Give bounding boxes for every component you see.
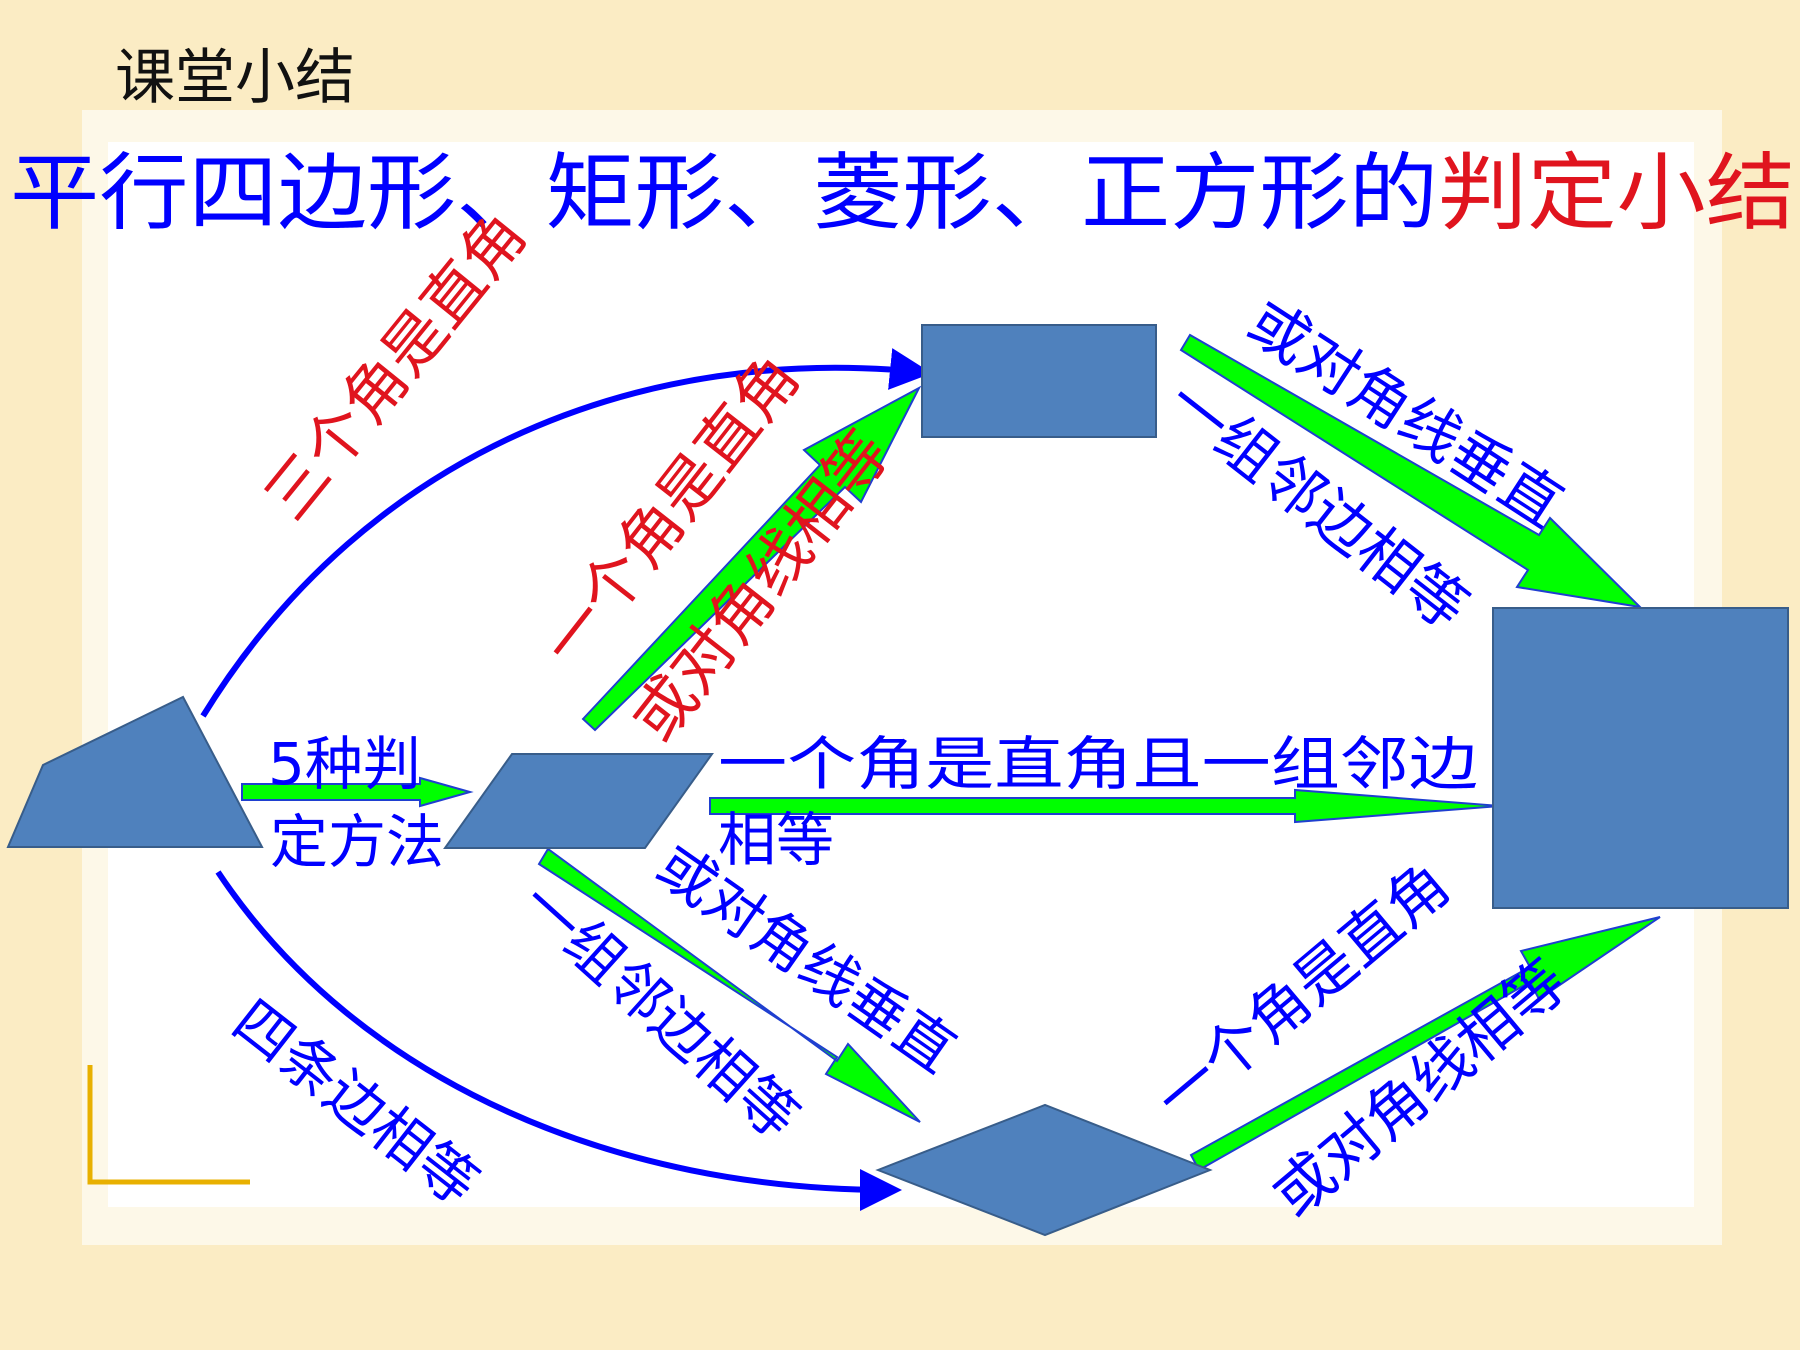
rhombus-shape — [875, 1103, 1213, 1237]
square-shape — [1492, 607, 1789, 909]
arrow-quad-to-rectangle — [200, 348, 932, 718]
title-main: 平行四边形、矩形、菱形、正方形的 — [10, 144, 1438, 242]
arrow-parallelogram-to-rectangle — [581, 385, 922, 732]
arrow-quad-to-rhombus — [215, 870, 902, 1211]
title-highlight: 判定小结 — [1438, 144, 1795, 242]
arrow-rhombus-to-square — [1189, 916, 1661, 1172]
rectangle-shape — [921, 324, 1157, 438]
slide-heading: 课堂小结 — [115, 43, 355, 113]
arrow-rectangle-to-square — [1179, 333, 1643, 609]
quadrilateral-shape — [6, 695, 264, 848]
parallelogram-shape — [443, 753, 714, 849]
corner-bracket — [87, 1065, 250, 1185]
slide-title: 平行四边形、矩形、菱形、正方形的判定小结 — [10, 144, 1795, 242]
arrow-parallelogram-to-square — [709, 788, 1501, 824]
arrow-quad-to-parallelogram — [241, 776, 474, 808]
label-five-methods-line1: 5种判 — [268, 730, 421, 798]
label-right-angle-and-adjacent-line1: 一个角是直角且一组邻边 — [718, 730, 1478, 798]
label-right-angle-and-adjacent-line2: 相等 — [718, 806, 834, 874]
label-five-methods-line2: 定方法 — [270, 808, 444, 876]
arrow-parallelogram-to-rhombus — [537, 847, 921, 1123]
